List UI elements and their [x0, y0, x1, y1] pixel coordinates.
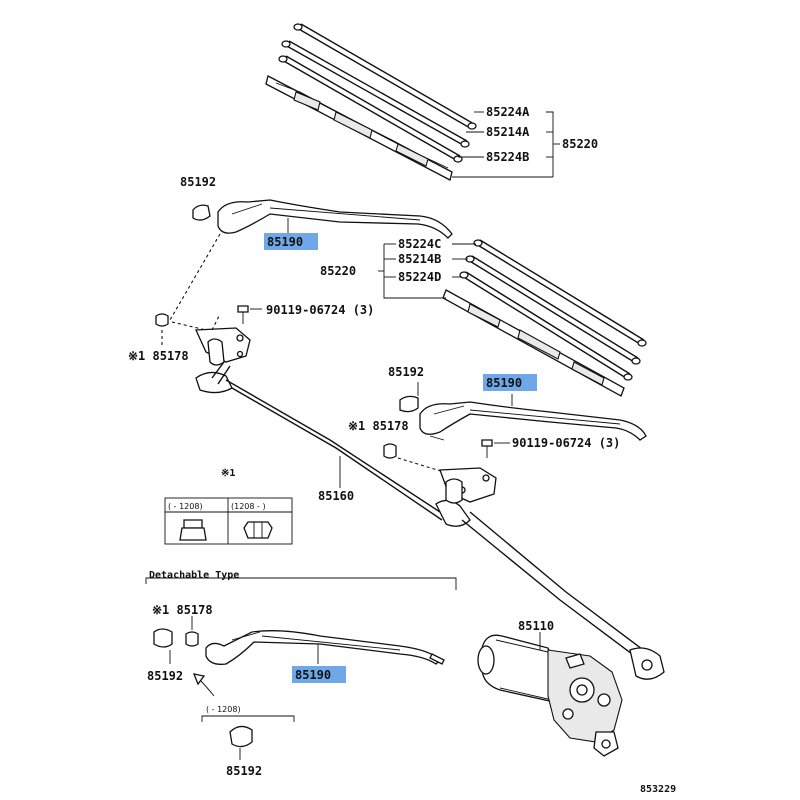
label-85192-middle: 85192	[388, 365, 424, 379]
note-col-right: (1208 ‐ )	[231, 502, 266, 511]
middle-wiper-arm	[383, 382, 647, 504]
cap-note-range: ( ‐ 1208)	[206, 705, 241, 714]
left-pivot	[155, 305, 262, 366]
cap-note	[201, 715, 295, 760]
highlight-85190-detachable	[292, 666, 346, 683]
upper-wiper-arm	[169, 199, 453, 321]
label-85160: 85160	[318, 489, 354, 503]
label-85220-lower: 85220	[320, 264, 356, 278]
label-85220-upper: 85220	[562, 137, 598, 151]
label-90119-middle: 90119-06724 (3)	[512, 436, 620, 450]
label-85192-bottom: 85192	[226, 764, 262, 778]
label-85192-detachable: 85192	[147, 669, 183, 683]
label-85190-detachable: 85190	[295, 668, 331, 682]
label-85192-upper: 85192	[180, 175, 216, 189]
label-85110: 85110	[518, 619, 554, 633]
label-85178-right: ※1 85178	[348, 419, 409, 433]
highlight-85190-upper	[264, 233, 318, 250]
figure-number: 853229	[640, 784, 676, 795]
label-85214b: 85214B	[398, 252, 441, 266]
highlight-85190-middle	[483, 374, 537, 391]
wiper-linkage	[195, 361, 665, 680]
label-detachable-type: Detachable Type	[149, 570, 239, 581]
note-marker: ※1	[221, 468, 235, 479]
label-85224b: 85224B	[486, 150, 529, 164]
label-85224c: 85224C	[398, 237, 441, 251]
label-90119-upper: 90119-06724 (3)	[266, 303, 374, 317]
upper-blade-set	[265, 23, 560, 181]
label-85178-left: ※1 85178	[128, 349, 189, 363]
note-col-left: ( ‐ 1208)	[168, 502, 203, 511]
detachable-section	[145, 577, 457, 697]
label-85190-middle: 85190	[486, 376, 522, 390]
label-85224d: 85224D	[398, 270, 441, 284]
lower-blade-set	[378, 239, 647, 397]
label-85224a: 85224A	[486, 105, 530, 119]
wiper-motor	[477, 632, 623, 757]
note-box	[164, 497, 293, 545]
label-85214a: 85214A	[486, 125, 530, 139]
label-85190-upper: 85190	[267, 235, 303, 249]
label-85178-detachable: ※1 85178	[152, 603, 213, 617]
